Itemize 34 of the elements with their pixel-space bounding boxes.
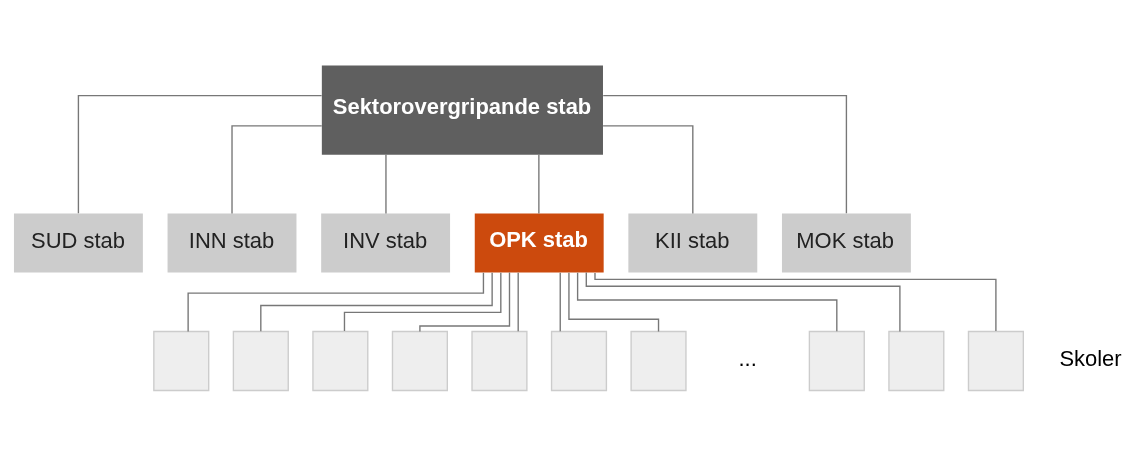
node-box [888, 330, 945, 392]
connector [594, 272, 997, 332]
connector [602, 94, 848, 214]
node-box [550, 330, 608, 392]
connector [419, 271, 511, 333]
connector [343, 272, 502, 332]
connector [231, 125, 323, 215]
node-box: INN stab [167, 213, 297, 273]
label: ... [738, 346, 757, 372]
connector [576, 272, 838, 332]
node-box [312, 330, 369, 392]
node-box [232, 330, 289, 392]
connector [602, 125, 694, 215]
connector [585, 271, 901, 333]
connector [538, 154, 540, 215]
node-box [153, 330, 210, 392]
node-box: SUD stab [13, 213, 143, 273]
node-box [967, 330, 1024, 392]
connector [517, 272, 519, 332]
node-box: INV stab [321, 213, 451, 273]
node-box: Sektorovergripande stab [321, 65, 603, 155]
node-box [471, 330, 528, 392]
node-box: MOK stab [781, 213, 911, 273]
node-box [391, 330, 448, 392]
connector [385, 154, 387, 215]
label: Skoler [1059, 346, 1122, 372]
connector [559, 272, 561, 332]
connector [187, 272, 485, 333]
node-box: KII stab [628, 213, 758, 273]
connector [260, 272, 493, 332]
node-box [808, 330, 865, 392]
node-box [630, 330, 687, 392]
connector [77, 94, 323, 214]
node-box: OPK stab [474, 213, 604, 273]
